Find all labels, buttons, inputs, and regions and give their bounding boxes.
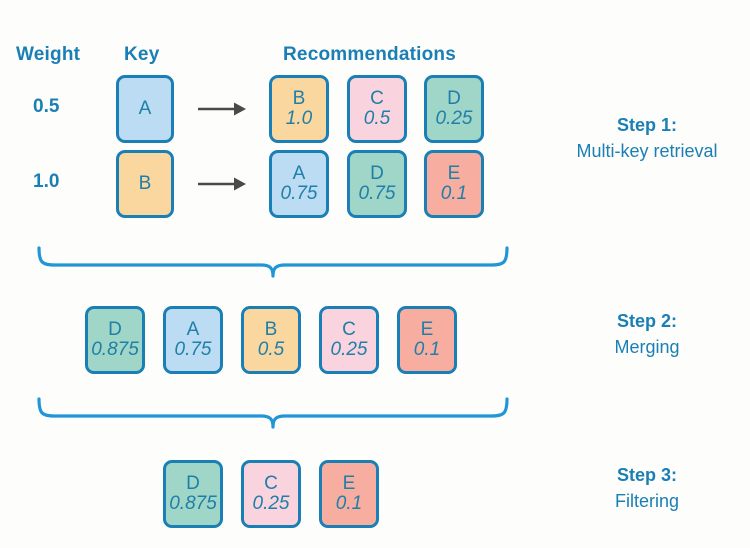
weight-value-row-0: 0.5: [33, 96, 60, 117]
merged-item-score: 0.875: [91, 339, 139, 360]
step-3-title: Step 3:: [616, 465, 677, 485]
filtered-item-label: C: [264, 472, 278, 494]
filtered-item-score: 0.1: [335, 493, 363, 514]
merged-item-label: E: [420, 318, 434, 340]
filtered-item-label: D: [186, 472, 200, 494]
step-label-3: Step 3: Filtering: [552, 462, 742, 514]
recommendation-label: C: [370, 87, 384, 109]
column-header-recommendations: Recommendations: [283, 44, 456, 65]
step-label-1: Step 1: Multi-key retrieval: [552, 112, 742, 164]
recommendation-label: E: [447, 162, 461, 184]
recommendation-box[interactable]: D 0.25: [424, 75, 484, 143]
merged-item-box[interactable]: D 0.875: [85, 306, 145, 374]
step-2-title: Step 2:: [616, 311, 677, 331]
filtered-item-box[interactable]: E 0.1: [319, 460, 379, 528]
merged-item-box[interactable]: B 0.5: [241, 306, 301, 374]
recommendation-label: A: [292, 162, 306, 184]
filtered-item-score: 0.25: [252, 493, 290, 514]
step-3-description: Filtering: [614, 491, 680, 512]
step-1-description: Multi-key retrieval: [576, 141, 718, 162]
filtered-item-label: E: [342, 472, 356, 494]
recommendation-box[interactable]: C 0.5: [347, 75, 407, 143]
column-header-key: Key: [124, 44, 160, 65]
step-label-2: Step 2: Merging: [552, 308, 742, 360]
merged-item-score: 0.75: [174, 339, 212, 360]
recommendation-score: 0.1: [440, 183, 468, 204]
recommendation-score: 1.0: [285, 108, 313, 129]
recommendation-label: D: [370, 162, 384, 184]
merged-item-score: 0.1: [413, 339, 441, 360]
merged-item-box[interactable]: E 0.1: [397, 306, 457, 374]
brace-connector-2: [37, 397, 509, 429]
filtered-item-box[interactable]: C 0.25: [241, 460, 301, 528]
key-box-row-1[interactable]: B: [116, 150, 174, 218]
merged-item-label: B: [264, 318, 278, 340]
step-1-title: Step 1:: [616, 115, 677, 135]
step-2-description: Merging: [614, 337, 680, 358]
merged-item-label: D: [108, 318, 122, 340]
key-box-label: B: [138, 172, 152, 194]
recommendation-box[interactable]: E 0.1: [424, 150, 484, 218]
recommendation-label: D: [447, 87, 461, 109]
recommendation-score: 0.25: [435, 108, 473, 129]
merged-item-box[interactable]: A 0.75: [163, 306, 223, 374]
column-header-weight: Weight: [16, 44, 81, 65]
filtered-item-box[interactable]: D 0.875: [163, 460, 223, 528]
recommendation-box[interactable]: D 0.75: [347, 150, 407, 218]
recommendation-score: 0.5: [363, 108, 391, 129]
merged-item-box[interactable]: C 0.25: [319, 306, 379, 374]
weight-value-row-1: 1.0: [33, 171, 60, 192]
recommendation-label: B: [292, 87, 306, 109]
arrow-row-1: [198, 177, 246, 191]
merged-item-score: 0.5: [257, 339, 285, 360]
merged-item-label: C: [342, 318, 356, 340]
recommendation-box[interactable]: A 0.75: [269, 150, 329, 218]
recommendation-box[interactable]: B 1.0: [269, 75, 329, 143]
brace-connector-1: [37, 246, 509, 278]
recommendation-score: 0.75: [358, 183, 396, 204]
merged-item-score: 0.25: [330, 339, 368, 360]
filtered-item-score: 0.875: [169, 493, 217, 514]
key-box-row-0[interactable]: A: [116, 75, 174, 143]
key-box-label: A: [138, 97, 152, 119]
arrow-row-0: [198, 102, 246, 116]
recommendation-score: 0.75: [280, 183, 318, 204]
merged-item-label: A: [186, 318, 200, 340]
